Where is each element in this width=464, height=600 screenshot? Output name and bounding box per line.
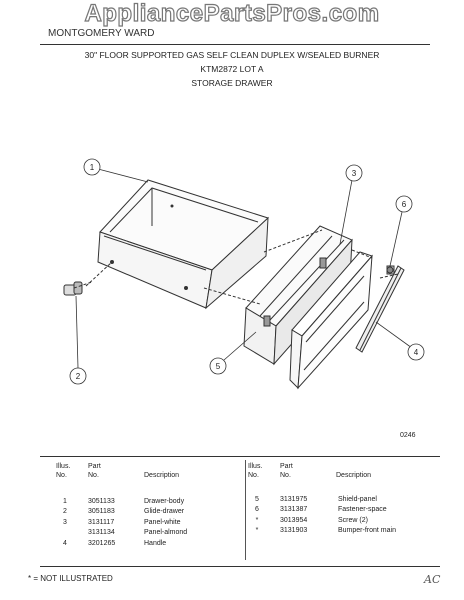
table-cell: *	[255, 527, 259, 535]
figure-number: 0246	[400, 432, 416, 439]
callout-4-label: 4	[414, 348, 419, 357]
model-number: KTM2872 LOT A	[200, 64, 264, 74]
table-cell: 4	[63, 539, 67, 547]
table-cell: Screw (2)	[338, 516, 368, 524]
table-cell: 3051133	[88, 498, 115, 505]
table-cell: 3131387	[280, 506, 308, 514]
glide-drawing	[63, 261, 113, 296]
brand-name: MONTGOMERY WARD	[48, 28, 155, 39]
table-cell: Handle	[144, 539, 167, 547]
bumper-drawing	[355, 265, 405, 353]
table-cell: 3131134	[88, 529, 115, 537]
table-cell: 3131975	[280, 496, 308, 503]
header-rule	[40, 44, 430, 45]
table-cell: Panel-almond	[144, 529, 188, 537]
table-cell: 3	[63, 518, 67, 526]
table-divider	[245, 460, 246, 560]
watermark-text: AppliancePartsPros.com	[84, 0, 380, 28]
handwritten-initials: AC	[424, 573, 441, 586]
table-bottom-rule	[40, 566, 440, 567]
fastener-drawing	[386, 265, 395, 275]
callout-6: 6	[389, 195, 413, 267]
drawer-body-drawing	[97, 179, 269, 310]
callout-2: 2	[69, 295, 87, 385]
table-cell: 3013954	[280, 516, 308, 524]
callout-1: 1	[83, 158, 149, 183]
right-description-header: Description	[336, 472, 372, 479]
callout-5: 5	[209, 331, 257, 375]
shield-panel-drawing	[289, 251, 373, 390]
right-part-column: 3131975 3131387 3013954 3131903	[280, 495, 307, 537]
table-cell: Drawer-body	[144, 498, 185, 505]
callout-3: 3	[339, 164, 363, 245]
left-description-column: Drawer-body Glide-drawer Panel-white Pan…	[144, 497, 187, 549]
table-top-rule	[40, 456, 440, 457]
callout-2-label: 2	[76, 372, 81, 381]
table-cell: 6	[255, 506, 259, 514]
table-cell: 3201265	[88, 539, 116, 547]
left-description-header: Description	[144, 472, 180, 479]
left-illus-column: 1 2 3 4	[60, 497, 70, 549]
callout-4: 4	[375, 321, 425, 361]
table-cell: 3051183	[88, 508, 115, 516]
table-cell: Bumper-front main	[338, 527, 396, 535]
table-cell	[60, 528, 70, 538]
callout-1-label: 1	[90, 163, 95, 172]
table-cell: Panel-white	[144, 518, 181, 526]
right-description-column: Shield-panel Fastener-space Screw (2) Bu…	[338, 495, 396, 537]
right-illus-column: 5 6 * *	[252, 495, 262, 537]
callout-6-label: 6	[402, 200, 407, 209]
table-cell: Glide-drawer	[144, 508, 185, 516]
left-illus-header: Illus.No.	[56, 463, 71, 479]
table-cell: Fastener-space	[338, 506, 387, 514]
table-cell: 3131117	[88, 518, 115, 526]
right-illus-header: Illus.No.	[248, 463, 263, 479]
callout-3-label: 3	[352, 169, 357, 178]
table-cell: 2	[63, 508, 67, 516]
table-cell: 5	[255, 496, 259, 503]
page-title: 30" FLOOR SUPPORTED GAS SELF CLEAN DUPLE…	[84, 50, 380, 60]
callout-5-label: 5	[216, 362, 221, 371]
section-title: STORAGE DRAWER	[191, 78, 273, 88]
table-cell: Shield-panel	[338, 496, 377, 503]
table-cell: *	[255, 516, 259, 524]
exploded-diagram: 1 2 3 4 5 6	[63, 158, 425, 390]
table-cell: 3131903	[280, 527, 308, 535]
not-illustrated-note: * = NOT ILLUSTRATED	[28, 574, 113, 583]
left-part-column: 3051133 3051183 3131117 3131134 3201265	[88, 497, 115, 549]
table-cell: 1	[63, 498, 67, 505]
